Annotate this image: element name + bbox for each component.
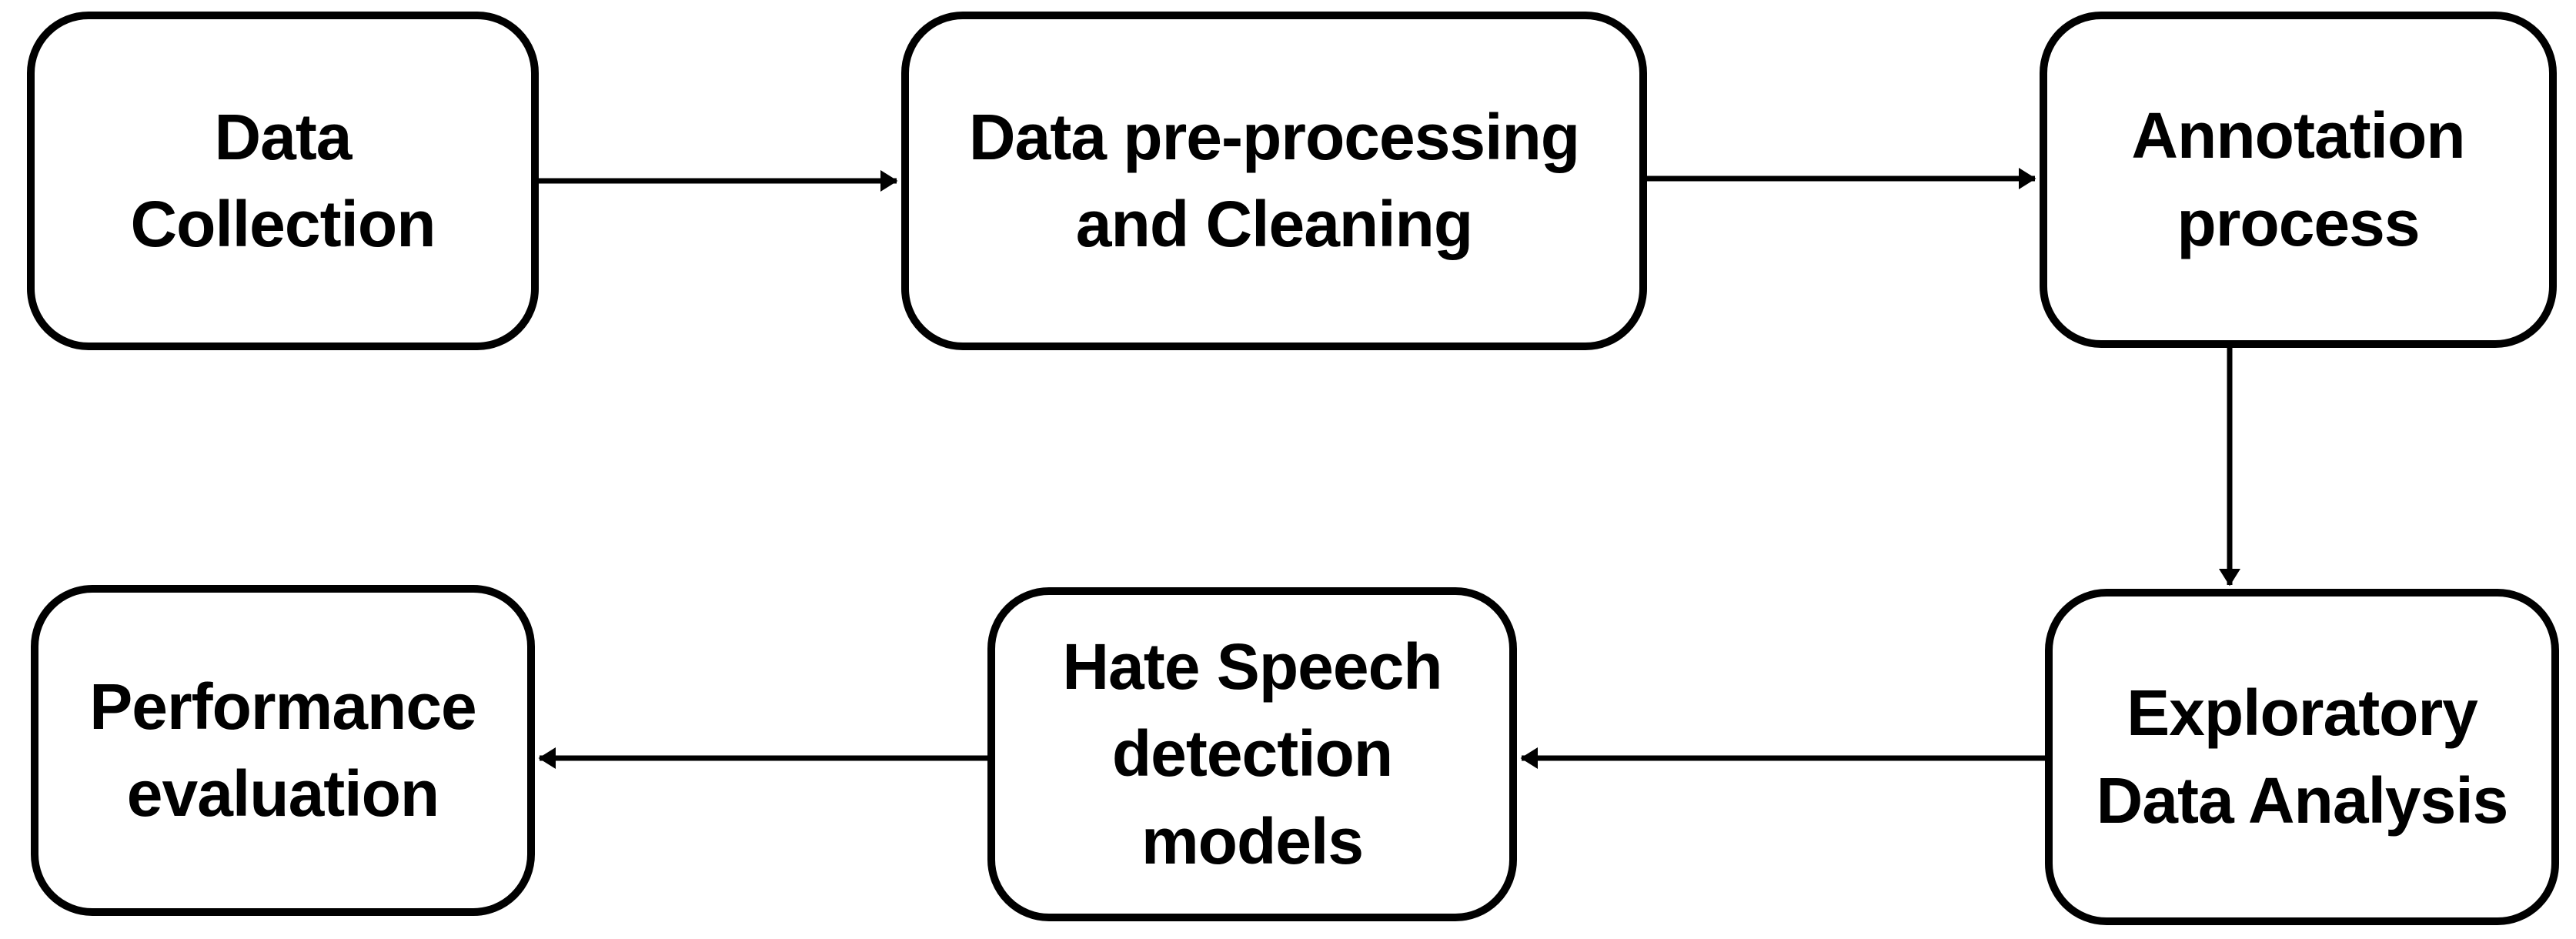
node-annotation-process-label: Annotation process: [2131, 99, 2465, 259]
node-exploratory-data-analysis-label: Exploratory Data Analysis: [2096, 677, 2509, 837]
node-hate-speech-detection-models-label: Hate Speech detection models: [1062, 630, 1442, 877]
node-exploratory-data-analysis: Exploratory Data Analysis: [2045, 589, 2559, 925]
node-data-collection-label: Data Collection: [130, 100, 436, 260]
node-hate-speech-detection-models: Hate Speech detection models: [987, 587, 1517, 921]
node-data-collection: Data Collection: [27, 12, 539, 350]
node-annotation-process: Annotation process: [2040, 12, 2557, 348]
node-data-preprocessing-label: Data pre-processing and Cleaning: [968, 100, 1580, 260]
node-data-preprocessing: Data pre-processing and Cleaning: [901, 12, 1647, 350]
node-performance-evaluation-label: Performance evaluation: [89, 670, 477, 830]
node-performance-evaluation: Performance evaluation: [31, 585, 535, 916]
